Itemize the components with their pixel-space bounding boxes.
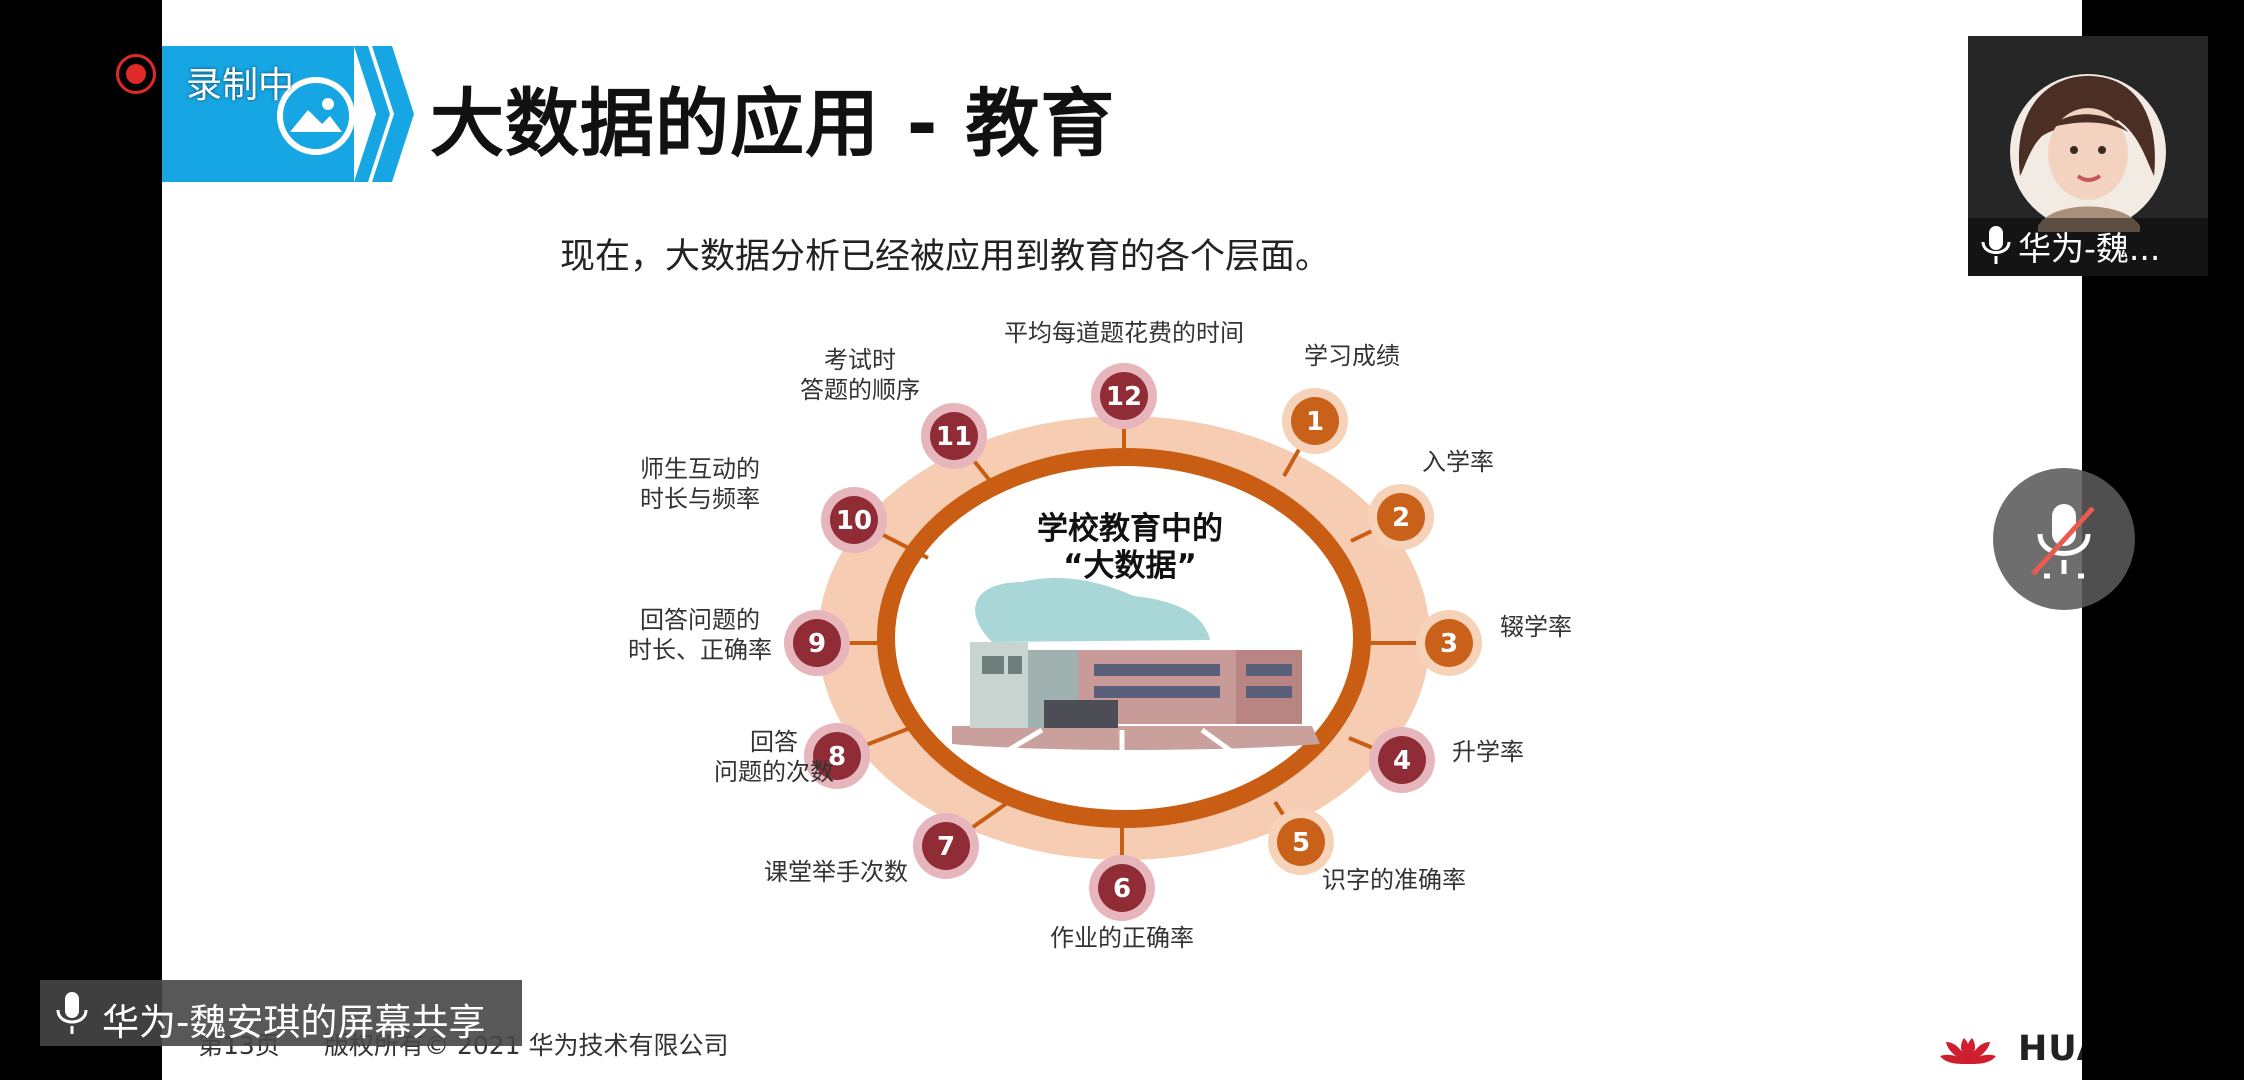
diagram-item-7: 7 课堂举手次数 [764,794,1019,886]
marker-circle [1277,818,1325,866]
microphone-muted-icon [2031,504,2095,579]
participant-video-tile[interactable] [1968,36,2208,276]
marker-number: 1 [1306,407,1324,437]
participant-name: 华为-魏... [2018,229,2161,268]
diagram-item-11: 11 考试时答题的顺序 [800,346,997,489]
marker-label: 课堂举手次数 [764,858,908,886]
microphone-icon [56,992,88,1034]
screen-share-banner [40,980,522,1046]
image-icon [277,77,355,155]
diagram-item-12: 12 平均每道题花费的时间 [1004,319,1244,459]
marker-number: 10 [836,506,872,536]
diagram-item-4: 4 升学率 [1348,727,1524,793]
diagram-item-9: 9 回答问题的时长、正确率 [628,606,894,676]
diagram-center-title-line2: “大数据” [1063,548,1197,584]
huawei-logo-icon [1940,1038,1996,1064]
marker-label: 回答问题的时长、正确率 [628,606,772,664]
marker-label: 平均每道题花费的时间 [1004,319,1244,347]
marker-circle [1098,864,1146,912]
marker-label: 识字的准确率 [1322,866,1466,894]
marker-label: 回答问题的次数 [714,728,834,786]
record-icon[interactable] [116,54,156,94]
marker-number: 2 [1392,503,1410,533]
diagram-item-1: 1 学习成绩 [1282,342,1400,477]
screen-share-label: 华为-魏安琪的屏幕共享 [102,1001,486,1044]
marker-label: 师生互动的时长与频率 [640,455,760,513]
slide-subtitle: 现在，大数据分析已经被应用到教育的各个层面。 [560,237,1331,277]
marker-circle [1291,397,1339,445]
marker-circle [922,822,970,870]
marker-circle [813,732,861,780]
marker-circle [830,496,878,544]
marker-circle [1377,493,1425,541]
mute-toggle-button[interactable] [1993,468,2135,610]
marker-circle [930,412,978,460]
marker-number: 3 [1440,629,1458,659]
marker-label: 升学率 [1452,738,1524,766]
marker-circle [1378,736,1426,784]
marker-label: 考试时答题的顺序 [800,346,920,404]
diagram-item-3: 3 辍学率 [1370,610,1572,676]
marker-number: 8 [828,742,846,772]
marker-circle [793,619,841,667]
recording-label: 录制中 [186,65,295,106]
slide-title: 大数据的应用 - 教育 [430,81,1116,167]
marker-number: 4 [1393,746,1411,776]
microphone-icon [1981,226,2011,264]
marker-circle [1100,372,1148,420]
school-building-illustration [952,577,1320,759]
participant-avatar [2010,74,2166,232]
diagram-item-2: 2 入学率 [1350,448,1494,550]
diagram-center-title-line1: 学校教育中的 [1037,511,1223,547]
diagram-item-10: 10 师生互动的时长与频率 [640,455,929,560]
marker-number: 5 [1292,828,1310,858]
marker-number: 7 [937,832,955,862]
marker-circle [1425,619,1473,667]
diagram-item-6: 6 作业的正确率 [1050,822,1194,952]
brand-wordmark: HUAWEI [2018,1029,2082,1069]
marker-label: 学习成绩 [1304,342,1400,370]
marker-label: 作业的正确率 [1050,924,1194,952]
marker-number: 11 [936,422,972,452]
marker-number: 6 [1113,874,1131,904]
marker-number: 9 [808,629,826,659]
diagram-item-5: 5 识字的准确率 [1268,800,1466,894]
marker-number: 12 [1106,382,1142,412]
title-banner [162,46,414,182]
marker-label: 辍学率 [1500,613,1572,641]
marker-label: 入学率 [1422,448,1494,476]
